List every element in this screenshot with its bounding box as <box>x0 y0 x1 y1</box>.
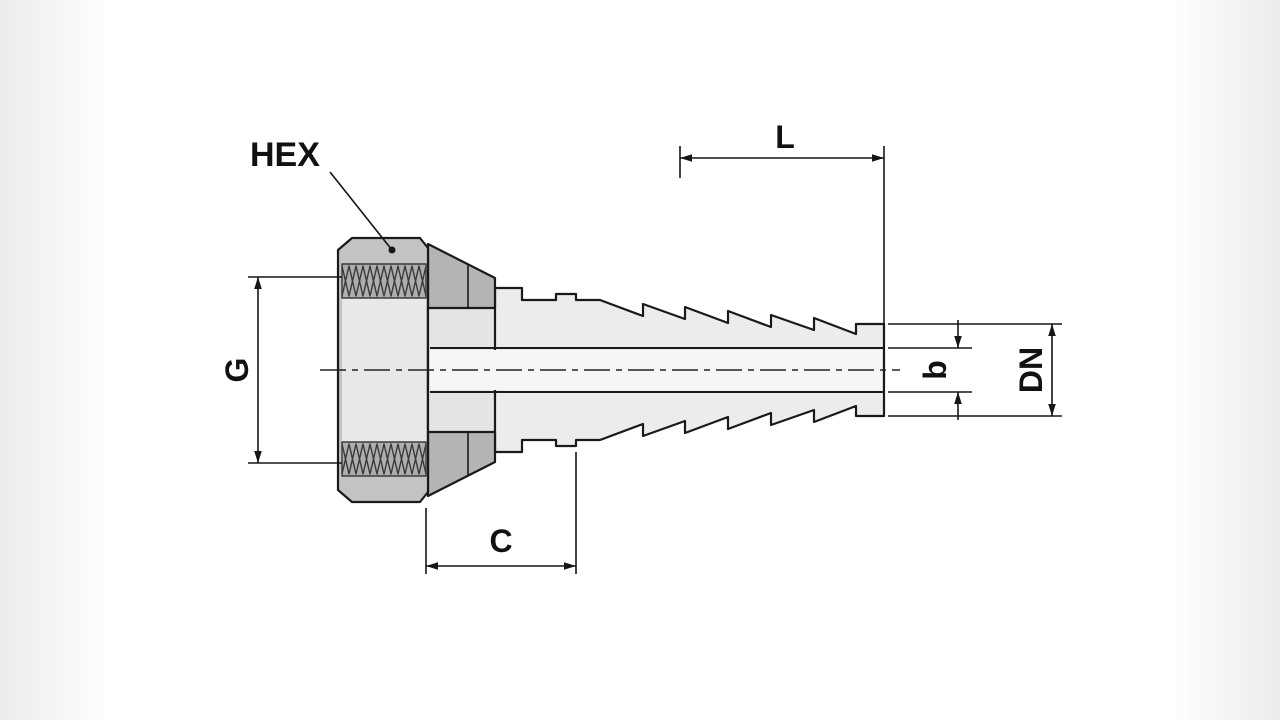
hex-leader-dot <box>388 246 396 254</box>
label-C: C <box>489 523 512 559</box>
left-margin <box>0 0 104 720</box>
dimension-G <box>248 276 342 464</box>
hex-callout <box>329 171 396 254</box>
dimension-DN <box>888 323 1062 417</box>
thread-hatch-top-a <box>341 265 427 297</box>
collar-top <box>426 242 497 310</box>
thread-hatch-bottom-b <box>341 443 427 475</box>
right-margin <box>1176 0 1280 720</box>
dimension-C <box>425 452 577 574</box>
thread-hatch-bottom-a <box>341 443 427 475</box>
label-hex: HEX <box>250 136 320 174</box>
thread-band-top <box>341 263 427 299</box>
thread-band-bottom <box>341 441 427 477</box>
dimension-L <box>679 146 885 328</box>
label-L: L <box>775 119 795 155</box>
label-G: G <box>219 358 255 383</box>
label-b: b <box>917 360 953 380</box>
hex-leader-line <box>329 171 393 251</box>
label-DN: DN <box>1013 347 1049 393</box>
collar-bottom <box>426 430 497 498</box>
thread-hatch-top-b <box>341 265 427 297</box>
